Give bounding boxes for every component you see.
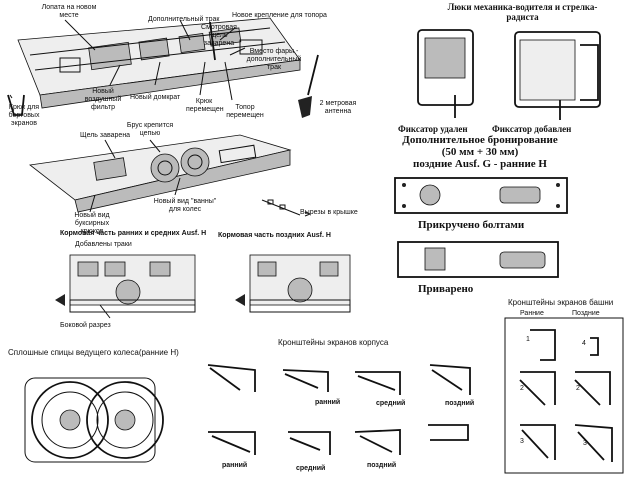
hull-bracket-r2-early: ранний xyxy=(222,462,248,469)
turret-bracket-drawing xyxy=(504,317,624,474)
turret-col-late: Поздние xyxy=(572,310,600,317)
hatch-left-drawing xyxy=(417,29,474,118)
hull-bracket-r2-late: поздний xyxy=(367,462,397,469)
armor-title-2: (50 мм + 30 мм) xyxy=(441,146,519,158)
armor-welded-drawing xyxy=(397,241,559,278)
armor-welded-label: Приварено xyxy=(418,283,474,295)
hatches-title: Люки механика-водителя и стрелка-радиста xyxy=(447,2,598,22)
label-shovel: Лопата на новом месте xyxy=(41,4,97,19)
sprocket-drawing xyxy=(24,377,164,463)
label-hook-skirts: Крюк для бортовых экранов xyxy=(8,104,40,127)
label-cutouts: Вырезы в крышке xyxy=(300,209,358,216)
hull-brackets-title: Кронштейны экранов корпуса xyxy=(278,338,389,347)
rear-early-drawing xyxy=(55,254,196,319)
hull-bracket-row1 xyxy=(207,364,471,395)
armor-bolted-label: Прикручено болтами xyxy=(418,219,525,231)
turret-num-2a: 2 xyxy=(520,385,524,392)
label-tow-hooks: Новый вид буксирных крюков xyxy=(74,212,110,235)
turret-num-3b: 3 xyxy=(583,440,587,447)
hull-bracket-r1-early: ранний xyxy=(315,399,341,406)
hull-bracket-r1-late: поздний xyxy=(445,400,475,407)
lid-cutouts-drawing xyxy=(261,199,311,217)
label-antenna: 2 метровая антенна xyxy=(319,100,357,115)
armor-title-1: Дополнительное бронирование xyxy=(402,134,558,146)
label-beam-chain: Брус крепится цепью xyxy=(126,122,174,137)
armor-bolted-drawing xyxy=(394,177,568,214)
skirt-hook-drawing xyxy=(7,94,25,116)
label-instead-headlight: Вместо фары - дополнительный трак xyxy=(246,48,302,71)
rear-late-drawing xyxy=(235,254,351,313)
hatch-right-drawing xyxy=(514,31,601,120)
label-side-section: Боковой разрез xyxy=(60,322,111,329)
rear-early-title: Кормовая часть ранних и средних Ausf. H xyxy=(60,230,207,237)
label-new-mount-axe: Новое крепление для топора xyxy=(232,12,327,19)
hull-bracket-r1-mid: средний xyxy=(376,400,406,407)
label-air-filter: Новый воздушный фильтр xyxy=(84,88,122,111)
label-slot-welded: Щель заварена xyxy=(80,132,131,139)
label-view-slot: Смотровая щель заварена xyxy=(201,24,237,47)
turret-brackets-title: Кронштейны экранов башни xyxy=(508,298,614,307)
armor-title-3: поздние Ausf. G - ранние H xyxy=(413,158,547,170)
label-wheel-bath: Новый вид "ванны" для колес xyxy=(153,198,217,213)
hull-top-drawing xyxy=(17,17,301,109)
label-axe-moved: Топор перемещен xyxy=(226,104,264,119)
antenna-drawing xyxy=(298,54,319,118)
hull-bracket-row2 xyxy=(208,424,469,455)
label-tracks-added: Добавлены траки xyxy=(75,241,132,248)
hull-bracket-r2-mid: средний xyxy=(296,465,326,472)
turret-col-early: Ранние xyxy=(520,310,544,317)
rear-late-title: Кормовая часть поздних Ausf. H xyxy=(218,232,331,239)
label-hook-cover: Крюк перемещен xyxy=(186,98,224,113)
turret-num-3a: 3 xyxy=(520,438,524,445)
turret-num-1: 1 xyxy=(526,336,530,343)
label-extra-track: Дополнительный трак xyxy=(148,16,220,23)
label-jack: Новый домкрат xyxy=(130,94,181,101)
hull-mid-drawing xyxy=(29,134,292,213)
turret-num-2b: 2 xyxy=(576,385,580,392)
label-latch-added: Фиксатор добавлен xyxy=(492,124,572,134)
label-latch-removed: Фиксатор удален xyxy=(398,124,468,134)
sprocket-title: Сплошные спицы ведущего колеса(ранние H) xyxy=(8,348,179,357)
turret-num-4: 4 xyxy=(582,340,586,347)
